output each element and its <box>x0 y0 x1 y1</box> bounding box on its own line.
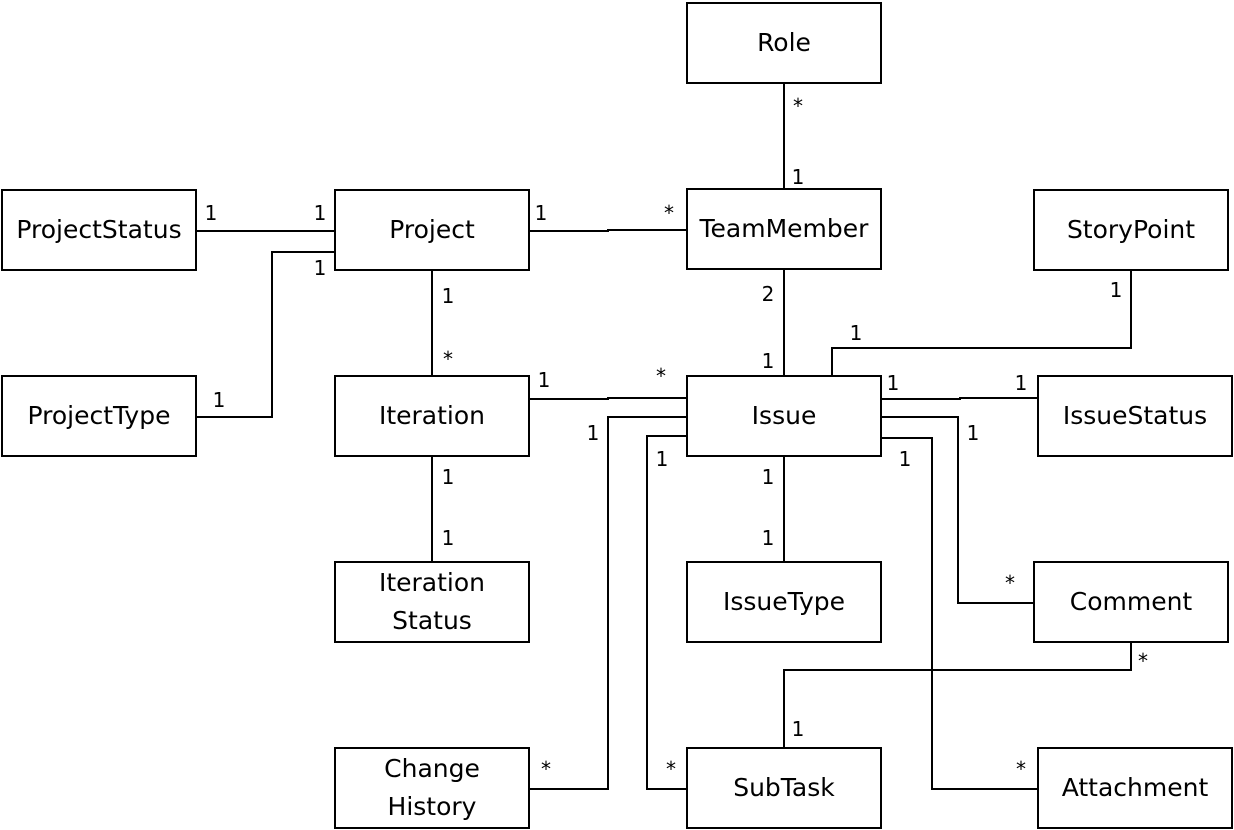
multiplicity-issue-comment-side: 1 <box>966 421 980 445</box>
multiplicity-teammember-project-side: * <box>664 201 674 225</box>
entity-project: Project <box>334 189 530 271</box>
multiplicity-subtask-issue-side: * <box>666 757 676 781</box>
entity-sub-task: SubTask <box>686 747 882 829</box>
multiplicity-teammember-role-side: 1 <box>791 165 805 189</box>
connector-issue-attachment <box>881 437 1039 790</box>
entity-iteration-status: Iteration Status <box>334 561 530 643</box>
multiplicity-iteration-issue-side: 1 <box>537 368 551 392</box>
connector-project-teammember <box>529 229 688 232</box>
entity-issue: Issue <box>686 375 882 457</box>
connector-issue-subtask <box>646 435 691 790</box>
multiplicity-comment-issue-side: * <box>1005 571 1015 595</box>
multiplicity-attachment-side: * <box>1016 757 1026 781</box>
entity-issue-status: IssueStatus <box>1037 375 1233 457</box>
connector-comment-subtask <box>783 643 1132 749</box>
connector-iteration-issue <box>529 397 688 400</box>
multiplicity-issuestatus-side: 1 <box>1014 371 1028 395</box>
connector-issue-issuestatus <box>881 397 1039 400</box>
multiplicity-iteration-status-side: 1 <box>441 465 455 489</box>
multiplicity-issue-storypoint-side: 1 <box>849 321 863 345</box>
multiplicity-issue-changehistory-side: 1 <box>586 421 600 445</box>
multiplicity-issue-iteration-side: * <box>656 364 666 388</box>
entity-project-status: ProjectStatus <box>1 189 197 271</box>
entity-story-point: StoryPoint <box>1033 189 1229 271</box>
multiplicity-issue-issuetype-side: 1 <box>761 465 775 489</box>
entity-project-type: ProjectType <box>1 375 197 457</box>
entity-comment: Comment <box>1033 561 1229 643</box>
multiplicity-storypoint-side: 1 <box>1109 278 1123 302</box>
multiplicity-issuetype-side: 1 <box>761 526 775 550</box>
multiplicity-issue-attachment-side: 1 <box>898 447 912 471</box>
entity-iteration: Iteration <box>334 375 530 457</box>
multiplicity-issue-status-side: 1 <box>886 371 900 395</box>
multiplicity-comment-subtask-side: * <box>1138 649 1148 673</box>
multiplicity-teammember-issue-side: 2 <box>761 282 775 306</box>
entity-team-member: TeamMember <box>686 188 882 270</box>
multiplicity-issue-teammember-side: 1 <box>761 349 775 373</box>
multiplicity-iteration-project-side: * <box>443 347 453 371</box>
connector-issue-changehistory <box>529 416 688 790</box>
entity-issue-type: IssueType <box>686 561 882 643</box>
connector-projecttype-project <box>196 251 336 418</box>
multiplicity-projecttype-side: 1 <box>212 388 226 412</box>
multiplicity-subtask-comment-side: 1 <box>791 717 805 741</box>
multiplicity-changehistory-side: * <box>541 757 551 781</box>
multiplicity-role-side: * <box>793 94 803 118</box>
entity-change-history: Change History <box>334 747 530 829</box>
multiplicity-project-iteration-side: 1 <box>441 284 455 308</box>
entity-attachment: Attachment <box>1037 747 1233 829</box>
multiplicity-project-member-side: 1 <box>534 201 548 225</box>
multiplicity-issue-subtask-side: 1 <box>655 447 669 471</box>
multiplicity-projectstatus-side: 1 <box>204 201 218 225</box>
multiplicity-project-status-side: 1 <box>313 201 327 225</box>
entity-role: Role <box>686 2 882 84</box>
multiplicity-iterationstatus-side: 1 <box>441 526 455 550</box>
multiplicity-project-type-side: 1 <box>313 256 327 280</box>
connector-storypoint-issue <box>831 271 1132 377</box>
connector-issue-comment <box>881 416 1035 604</box>
